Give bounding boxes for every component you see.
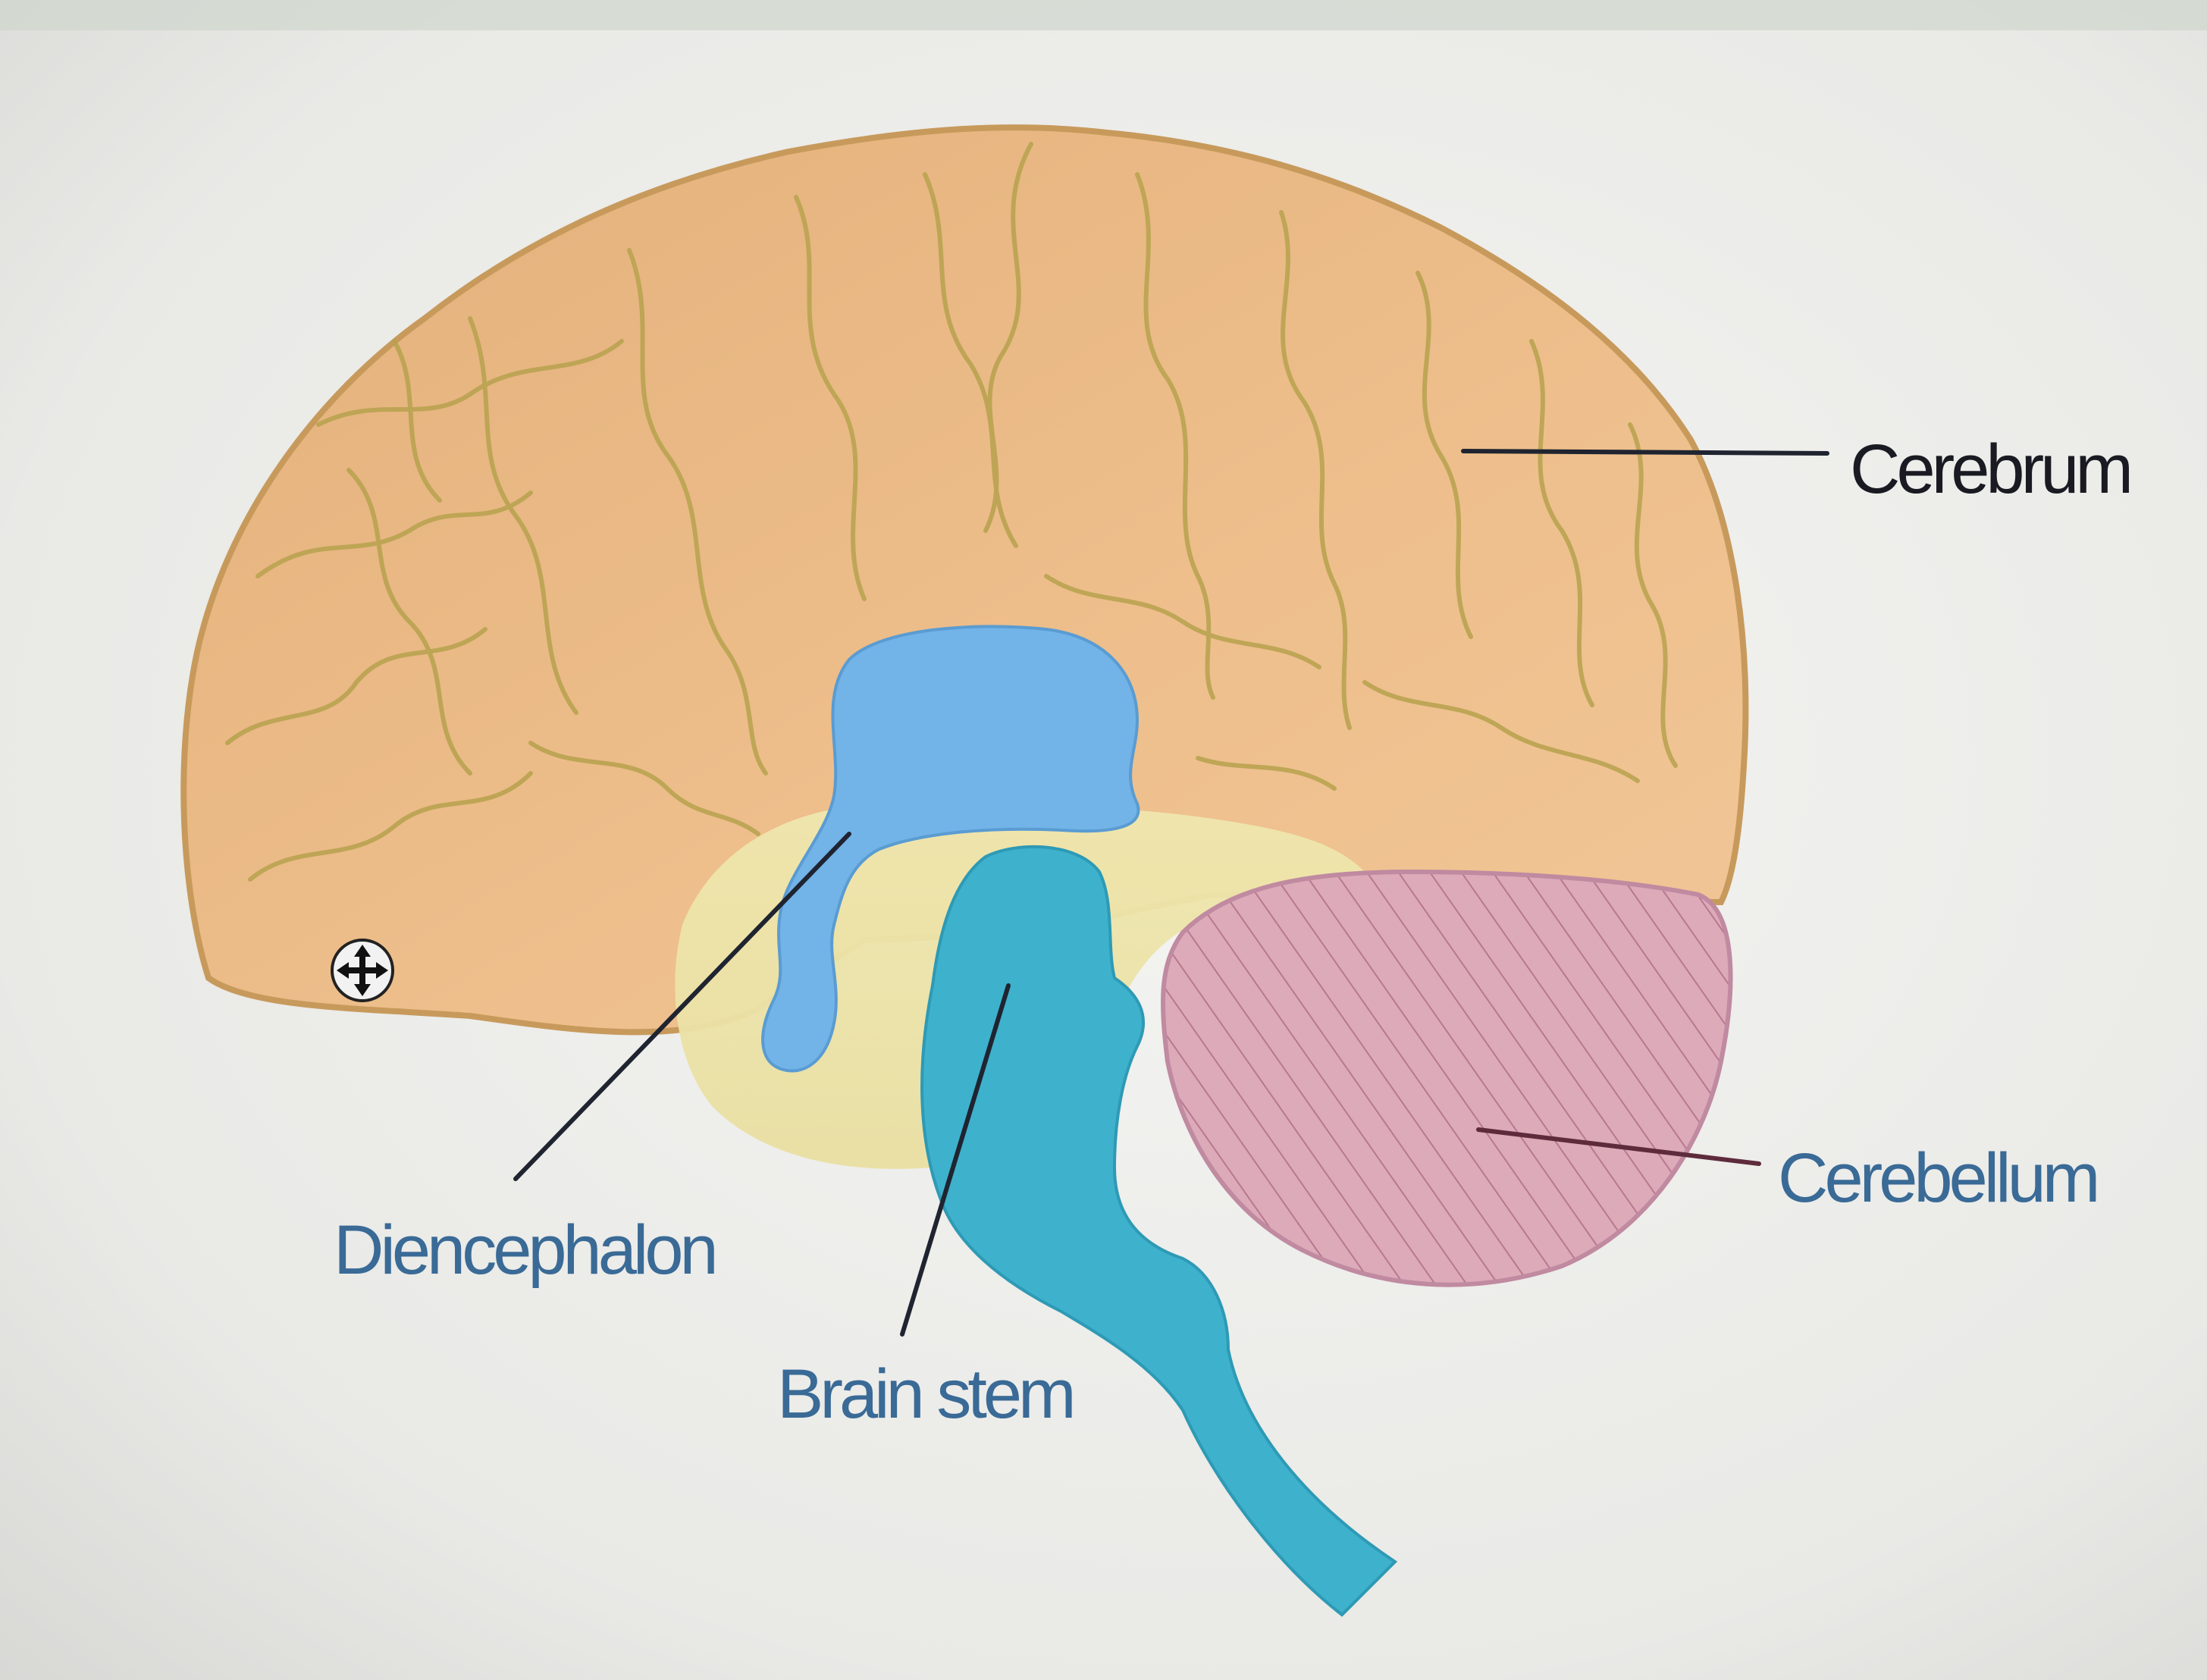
label-cerebellum: Cerebellum	[1778, 1139, 2096, 1217]
brain-stem-shape	[920, 845, 1398, 1617]
brain-stem-leader-line	[900, 983, 1011, 1337]
leader-lines	[513, 449, 1829, 1337]
top-edge-band	[0, 0, 2207, 30]
diencephalon-leader-line	[513, 832, 851, 1181]
diencephalon-shape	[761, 625, 1140, 1073]
label-cerebrum: Cerebrum	[1850, 431, 2130, 508]
label-diencephalon: Diencephalon	[334, 1211, 715, 1289]
label-brain-stem: Brain stem	[777, 1356, 1073, 1433]
cerebellum-shape	[1161, 869, 1733, 1287]
move-cursor-icon[interactable]	[331, 939, 394, 1002]
cerebrum-leader-line	[1461, 449, 1829, 456]
cerebellum-leader-line	[1476, 1127, 1761, 1166]
